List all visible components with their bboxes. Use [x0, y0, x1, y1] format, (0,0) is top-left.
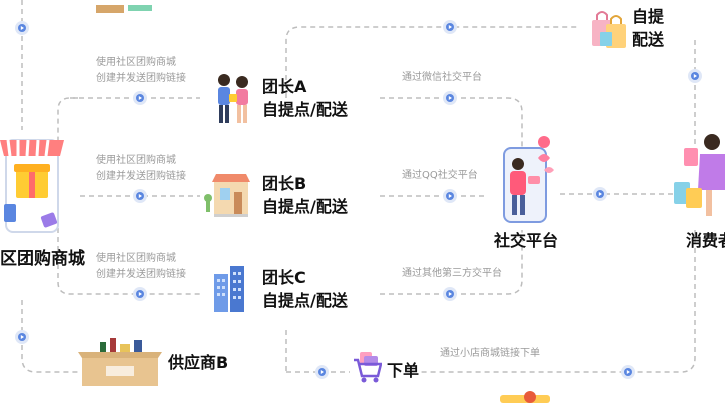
parcel-icon	[96, 0, 156, 13]
leader-a-note-line1: 使用社区团购商城	[96, 57, 176, 68]
storefront-icon	[0, 130, 70, 235]
leader-b-note-line2: 创建并发送团购链接	[96, 171, 186, 182]
connector-arrow	[448, 194, 452, 198]
connector-arrow	[626, 370, 630, 374]
leader-b-name: 团长B	[262, 174, 307, 193]
pickup-label-line2: 配送	[632, 30, 665, 49]
connector-arrow	[448, 292, 452, 296]
connector-arrow	[138, 96, 142, 100]
connector-arrow	[448, 25, 452, 29]
connector-arrow	[138, 194, 142, 198]
phone-social-icon	[494, 134, 558, 226]
social-platform-label: 社交平台	[494, 231, 559, 250]
consumer-label: 消费者	[686, 231, 725, 250]
kiosk-icon	[204, 170, 254, 218]
connector-arrow	[448, 96, 452, 100]
leader-c-note-line1: 使用社区团购商城	[96, 253, 176, 264]
connector-arrow	[20, 335, 24, 339]
delivery-person-icon	[500, 388, 550, 403]
order-label: 下单	[387, 361, 420, 380]
leader-c-sub: 自提点/配送	[262, 291, 348, 310]
leader-c-channel-note: 通过其他第三方交平台	[402, 268, 502, 279]
pickup-label-line1: 自提	[632, 7, 665, 26]
leader-b-note-line1: 使用社区团购商城	[96, 155, 176, 166]
supply-box-icon	[76, 336, 164, 388]
leader-b-sub: 自提点/配送	[262, 197, 348, 216]
supplier-label: 供应商B	[168, 353, 229, 372]
leader-b-channel-note: 通过QQ社交平台	[402, 170, 478, 181]
shopper-icon	[670, 130, 725, 218]
building-icon	[212, 264, 246, 314]
leader-a-sub: 自提点/配送	[262, 100, 348, 119]
people-icon	[212, 70, 254, 128]
leader-c-note-line2: 创建并发送团购链接	[96, 269, 186, 280]
connector-arrow	[320, 370, 324, 374]
leader-a-channel-note: 通过微信社交平台	[402, 72, 482, 83]
connector-arrow	[138, 292, 142, 296]
shopping-bags-icon	[590, 6, 630, 50]
connector-arrow	[20, 26, 24, 30]
leader-a-note-line2: 创建并发送团购链接	[96, 73, 186, 84]
connector-arrow	[693, 74, 697, 78]
community-mall-label: 区团购商城	[0, 249, 85, 269]
connector-arrow	[598, 192, 602, 196]
order-note: 通过小店商城链接下单	[440, 348, 540, 359]
shopping-cart-icon	[352, 352, 383, 384]
leader-a-name: 团长A	[262, 77, 307, 96]
leader-c-name: 团长C	[262, 268, 306, 287]
